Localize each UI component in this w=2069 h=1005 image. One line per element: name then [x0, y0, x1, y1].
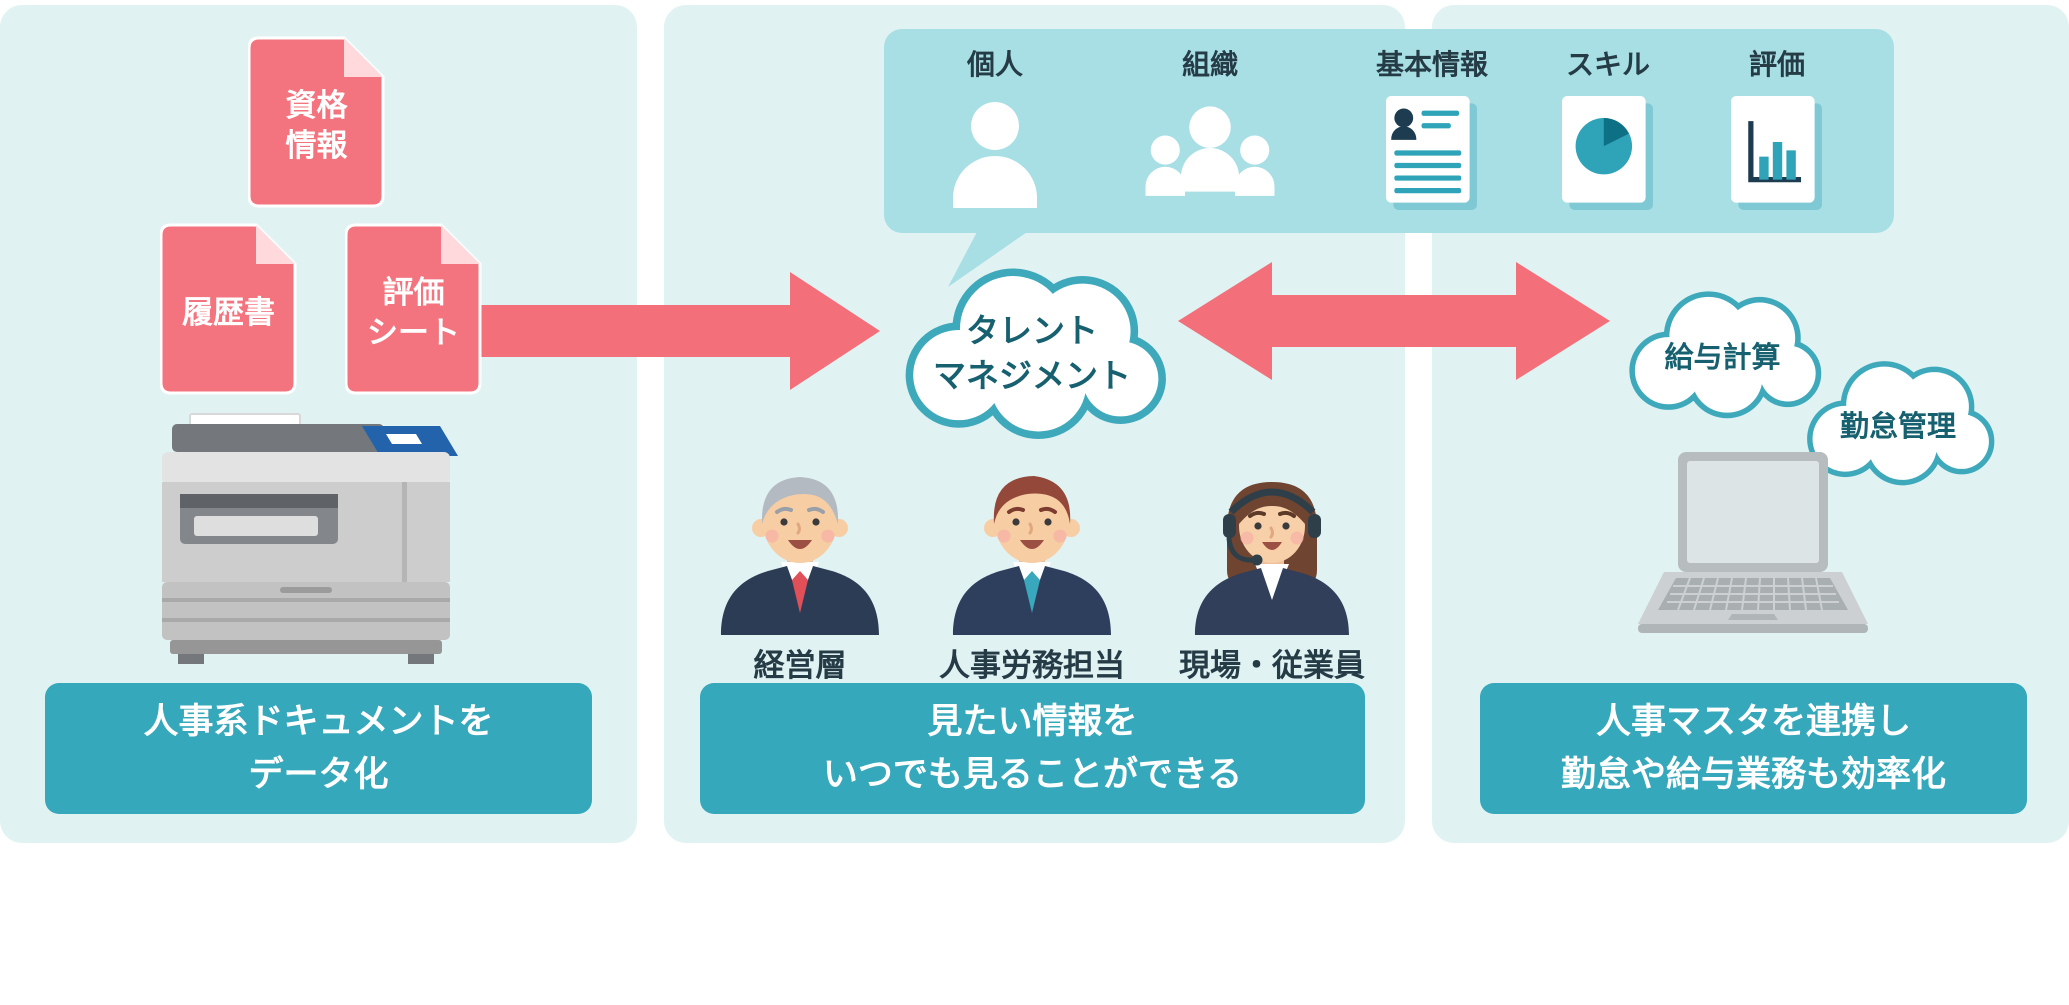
double-arrow-icon	[1178, 262, 1610, 380]
bubble-item-basic-info: 基本情報	[1376, 43, 1488, 211]
cloud-label: タレント マネジメント	[933, 311, 1131, 395]
cloud-label: 勤怠管理	[1839, 408, 1956, 443]
cloud-icon	[905, 268, 1166, 439]
document-label: 評価 シート	[367, 274, 460, 351]
bubble-item-label: 組織	[1181, 48, 1238, 81]
bubble-item-label: 評価	[1748, 48, 1805, 81]
bubble-item-evaluation: 評価	[1731, 43, 1823, 211]
document-label: 履歴書	[182, 294, 275, 331]
caption-link-hr-master: 人事マスタを連携し 勤怠や給与業務も効率化	[1480, 683, 2027, 814]
data-types-bubble: 個人 組織 基本情報	[884, 29, 1894, 233]
bubble-item-label: スキル	[1565, 48, 1650, 81]
cloud-label: 給与計算	[1664, 340, 1781, 374]
payroll-cloud: 給与計算	[1620, 282, 1825, 422]
right-arrow-icon	[472, 272, 880, 390]
profile-document-icon	[1385, 96, 1477, 210]
speech-bubble-tail	[948, 230, 1030, 287]
pink-document-icon	[248, 36, 385, 208]
person-icon	[953, 102, 1037, 208]
caption-digitize-documents: 人事系ドキュメントを データ化	[45, 683, 592, 814]
cloud-icon	[1807, 361, 1995, 486]
copier-icon	[162, 413, 458, 664]
attendance-cloud: 勤怠管理	[1798, 352, 1998, 489]
bubble-item-label: 基本情報	[1375, 48, 1489, 81]
bar-chart-document-icon	[1731, 96, 1822, 210]
document-qualification: 資格 情報	[248, 36, 385, 208]
bubble-item-organization: 組織	[1140, 43, 1280, 200]
bubble-item-skill: スキル	[1562, 43, 1654, 211]
talent-management-cloud: タレント マネジメント	[893, 256, 1171, 444]
caption-view-anytime: 見たい情報を いつでも見ることができる	[700, 683, 1365, 814]
hr-staff-avatar	[953, 476, 1111, 635]
cloud-icon	[1629, 291, 1822, 419]
group-icon	[1145, 106, 1275, 196]
document-resume: 履歴書	[160, 223, 297, 395]
pie-chart-document-icon	[1562, 96, 1653, 210]
person-label-hr-staff: 人事労務担当	[939, 648, 1125, 684]
bubble-item-label: 個人	[966, 48, 1023, 81]
laptop-icon	[1638, 452, 1868, 633]
bubble-item-individual: 個人	[945, 43, 1045, 208]
pink-document-icon	[160, 223, 297, 395]
document-label: 資格 情報	[285, 87, 348, 164]
person-label-executives: 経営層	[753, 648, 847, 684]
executive-avatar	[721, 477, 879, 635]
person-label-employees: 現場・従業員	[1179, 648, 1365, 684]
document-evaluation-sheet: 評価 シート	[345, 223, 482, 395]
pink-document-icon	[345, 223, 482, 395]
employee-avatar	[1195, 482, 1349, 635]
